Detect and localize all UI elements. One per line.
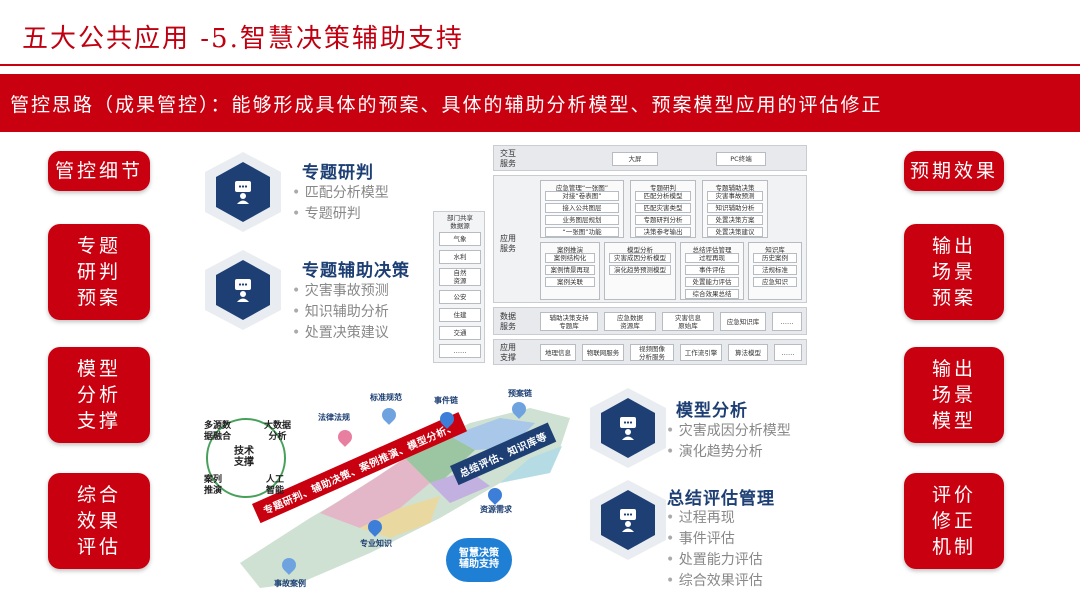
section-title: 专题辅助决策 <box>302 261 410 281</box>
section-title: 专题研判 <box>302 163 374 183</box>
graph-label: 事故案例 <box>274 579 306 588</box>
control-banner: 管控思路（成果管控）：能够形成具体的预案、具体的辅助分析模型、预案模型应用的评估… <box>0 74 1080 132</box>
arch-box: …… <box>772 312 802 331</box>
arch-box: …… <box>774 344 802 361</box>
row-label: 应用 支撑 <box>500 343 516 362</box>
banner-text: 管控思路（成果管控）：能够形成具体的预案、具体的辅助分析模型、预案模型应用的评估… <box>10 94 883 116</box>
bullet: 处置决策建议 <box>292 323 389 344</box>
section-title: 总结评估管理 <box>667 489 775 509</box>
ring-center: 技术 支撑 <box>234 446 254 468</box>
arch-box: 水利 <box>439 250 481 264</box>
bullet: 演化趋势分析 <box>666 442 791 463</box>
right-header[interactable]: 预期效果 <box>904 151 1004 191</box>
architecture-diagram: 交互 服务 大屏 PC终端 应用 服务 应急管理“一张图” 对接“卷表图” 接入… <box>433 145 807 365</box>
bullet: 事件评估 <box>666 529 763 550</box>
graph-label: 资源需求 <box>480 505 512 514</box>
section-bullets: 匹配分析模型 专题研判 <box>292 183 389 225</box>
section-title: 模型分析 <box>676 401 748 421</box>
graph-label: 法律法规 <box>318 413 350 422</box>
left-item-3[interactable]: 综合 效果 评估 <box>48 473 150 569</box>
bullet: 灾害事故预测 <box>292 281 389 302</box>
arch-box: 视频图像 分析服务 <box>630 344 674 361</box>
support-row: 应用 支撑 地理信息 物联网服务 视频图像 分析服务 工作流引擎 算法模型 …… <box>493 339 807 365</box>
ring-item: 多源数 据融合 <box>204 421 232 442</box>
arch-box: 工作流引擎 <box>680 344 722 361</box>
ring-item: 案列 推演 <box>204 475 223 496</box>
arch-box: 应急知识库 <box>720 312 766 331</box>
arch-group: 应急管理“一张图” 对接“卷表图” 接入公共图层 业务图层规划 “一张图”功能 <box>540 180 624 238</box>
app-row: 应用 服务 应急管理“一张图” 对接“卷表图” 接入公共图层 业务图层规划 “一… <box>493 175 807 303</box>
arch-box: 灾害信息 原始库 <box>662 312 714 331</box>
graph-label: 专业知识 <box>360 539 392 548</box>
right-item-3[interactable]: 评价 修正 机制 <box>904 473 1004 569</box>
bullet: 匹配分析模型 <box>292 183 389 204</box>
arch-box: 算法模型 <box>728 344 768 361</box>
row-label: 数据 服务 <box>500 312 516 331</box>
bullet: 专题研判 <box>292 204 389 225</box>
chat-user-icon <box>216 260 270 320</box>
arch-box: 地理信息 <box>540 344 576 361</box>
chat-user-icon <box>601 398 655 458</box>
graph-label: 标准规范 <box>370 393 402 402</box>
bullet: 灾害成因分析模型 <box>666 421 791 442</box>
arch-group: 模型分析 灾害成因分析模型 演化趋势预测模型 <box>604 242 676 300</box>
cloud-bubble: 智慧决策 辅助支持 <box>446 538 512 582</box>
arch-group: 案例推演 案例结构化 案例情景再现 案例关联 <box>540 242 600 300</box>
knowledge-infographic: 专题研判、辅助决策、案例推演、模型分析、 总结评估、知识库等 技术 支撑 多源数… <box>200 388 580 598</box>
left-header[interactable]: 管控细节 <box>48 151 150 191</box>
arch-group: 总结评估管理 过程再现 事件评估 处置能力评估 综合效果总结 <box>680 242 744 300</box>
ring-item: 人工 智能 <box>266 475 285 496</box>
row-label: 交互 服务 <box>500 149 516 168</box>
bullet: 处置能力评估 <box>666 550 763 571</box>
chat-user-icon <box>601 490 655 550</box>
arch-box: 辅助决策支持 专题库 <box>540 312 598 331</box>
row-label: 应用 服务 <box>500 234 516 253</box>
right-item-1[interactable]: 输出 场景 预案 <box>904 224 1004 320</box>
bullet: 综合效果评估 <box>666 571 763 592</box>
section-bullets: 灾害事故预测 知识辅助分析 处置决策建议 <box>292 281 389 344</box>
arch-box: 大屏 <box>612 152 658 166</box>
graph-label: 事件链 <box>434 396 458 405</box>
interact-row: 交互 服务 大屏 PC终端 <box>493 145 807 171</box>
graph-label: 预案链 <box>508 389 532 398</box>
data-row: 数据 服务 辅助决策支持 专题库 应急数据 资源库 灾害信息 原始库 应急知识库… <box>493 307 807 335</box>
tech-support-ring <box>206 418 286 498</box>
right-item-2[interactable]: 输出 场景 模型 <box>904 347 1004 443</box>
arch-box: 自然 资源 <box>439 268 481 286</box>
chat-user-icon <box>216 162 270 222</box>
arch-box: 物联网服务 <box>582 344 624 361</box>
left-item-1[interactable]: 专题 研判 预案 <box>48 224 150 320</box>
section-bullets: 灾害成因分析模型 演化趋势分析 <box>666 421 791 463</box>
section-bullets: 过程再现 事件评估 处置能力评估 综合效果评估 <box>666 508 763 592</box>
dept-data-source: 部门共享 数据源 气象 水利 自然 资源 公安 住建 交通 …… <box>433 211 485 363</box>
page-title: 五大公共应用 -5.智慧决策辅助支持 <box>22 24 464 54</box>
arch-group: 知识库 历史案例 法规标准 应急知识 <box>748 242 802 300</box>
arch-box: PC终端 <box>716 152 766 166</box>
arch-box: 公安 <box>439 290 481 304</box>
left-item-2[interactable]: 模型 分析 支撑 <box>48 347 150 443</box>
bullet: 知识辅助分析 <box>292 302 389 323</box>
arch-box: 应急数据 资源库 <box>604 312 656 331</box>
ring-item: 大数据 分析 <box>264 421 292 442</box>
arch-group: 专题研判 匹配分析模型 匹配灾害类型 专题研判分析 决策参考输出 <box>630 180 696 238</box>
bullet: 过程再现 <box>666 508 763 529</box>
arch-group: 专题辅助决策 灾害事故预测 知识辅助分析 处置决策方案 处置决策建议 <box>702 180 768 238</box>
arch-box: …… <box>439 344 481 358</box>
arch-box: 住建 <box>439 308 481 322</box>
arch-box: 交通 <box>439 326 481 340</box>
title-divider <box>0 64 1080 66</box>
arch-box: 气象 <box>439 232 481 246</box>
